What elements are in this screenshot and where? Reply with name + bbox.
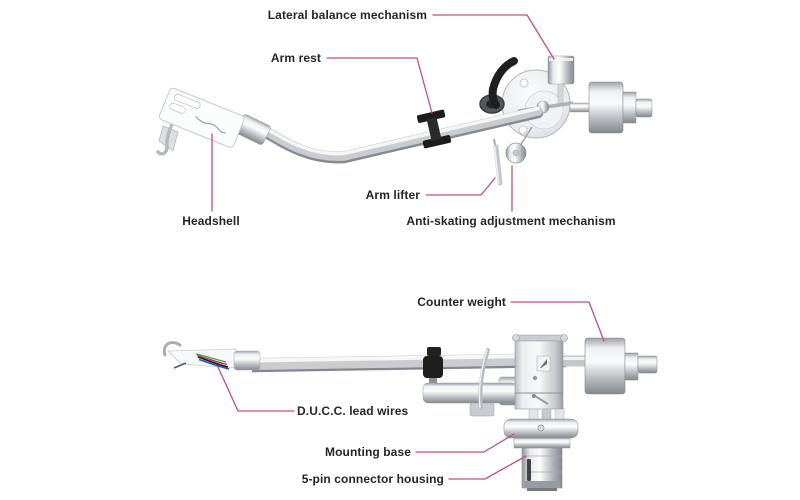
label-five-pin-connector: 5-pin connector housing bbox=[301, 472, 444, 486]
arm-tube-side bbox=[251, 353, 589, 373]
arm-lifter-part-top bbox=[493, 138, 503, 186]
leader-line-arm-rest bbox=[326, 57, 433, 114]
label-arm-rest: Arm rest bbox=[270, 51, 321, 65]
counterweight-top-part bbox=[588, 81, 653, 134]
leader-line-mounting-base bbox=[415, 433, 515, 453]
leader-line-arm-lifter bbox=[425, 177, 496, 196]
brand-logo-mark bbox=[536, 355, 551, 372]
headshell-signature-mark bbox=[195, 116, 226, 134]
arm-rest-part-top bbox=[416, 109, 452, 149]
pivot-housing-box bbox=[512, 334, 568, 410]
cueing-lever-part bbox=[479, 57, 518, 114]
label-ducc-lead-wires: D.U.C.C. lead wires bbox=[297, 404, 409, 418]
side-view-illustration bbox=[162, 334, 658, 491]
counterweight-side-part bbox=[584, 337, 658, 395]
arm-rest-part-side bbox=[423, 347, 443, 387]
leader-line-lateral-balance bbox=[432, 14, 555, 60]
mounting-base-part bbox=[503, 408, 579, 449]
arm-lifter-part-side bbox=[422, 348, 524, 417]
leader-line-counter-weight bbox=[510, 301, 605, 342]
label-arm-lifter: Arm lifter bbox=[365, 188, 420, 202]
label-mounting-base: Mounting base bbox=[325, 445, 411, 459]
headshell-part-top bbox=[156, 87, 245, 156]
anti-skating-part bbox=[505, 126, 533, 164]
leader-line-five-pin bbox=[448, 455, 527, 480]
label-headshell: Headshell bbox=[182, 214, 240, 228]
finger-lift-side bbox=[162, 341, 182, 357]
label-anti-skating: Anti-skating adjustment mechanism bbox=[406, 214, 616, 228]
five-pin-connector-part bbox=[521, 447, 563, 491]
leader-lines bbox=[211, 14, 605, 480]
top-view-illustration bbox=[156, 55, 653, 186]
leader-line-ducc-lead-wires bbox=[217, 366, 295, 412]
ducc-lead-wires-part bbox=[195, 353, 230, 370]
label-counter-weight: Counter weight bbox=[417, 295, 506, 309]
label-lateral-balance: Lateral balance mechanism bbox=[267, 8, 427, 22]
headshell-part-side bbox=[162, 341, 261, 371]
